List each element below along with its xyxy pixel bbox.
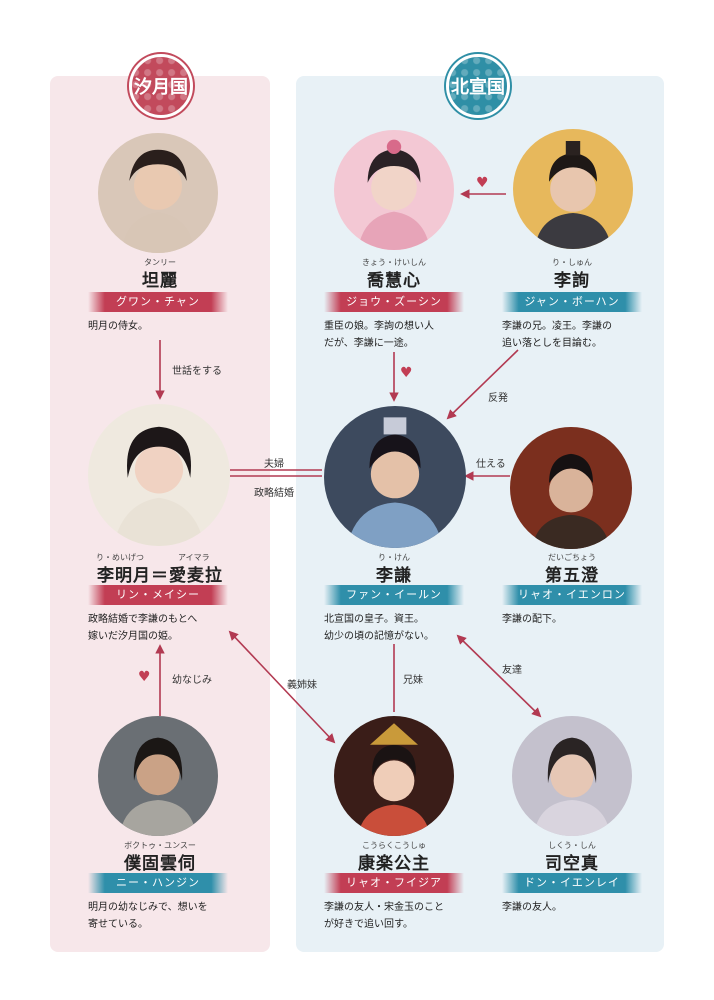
ruby-mingyue-left: り・めいげつ <box>96 553 144 562</box>
desc-line: 寄せている。 <box>88 919 148 930</box>
ruby-liqian: り・けん <box>378 553 410 562</box>
actor-pugu: ニー・ハンジン <box>88 873 228 893</box>
desc-line: だが、李謙に一途。 <box>324 338 414 349</box>
desc-line: 李謙の兄。凌王。李謙の <box>502 321 612 332</box>
arrow-friend <box>456 634 542 718</box>
relation-couple: 夫婦 <box>264 459 284 470</box>
desc-line: 李謙の友人・宋金玉のこと <box>324 902 444 913</box>
relation-friend: 友達 <box>502 665 522 676</box>
desc-tanli: 明月の侍女。 <box>88 318 238 335</box>
relation-political-marriage: 政略結婚 <box>254 488 294 499</box>
relation-serve: 世話をする <box>172 366 222 377</box>
arrow-sworn-sister <box>228 630 336 744</box>
relation-rebellion: 反発 <box>488 393 508 404</box>
desc-diwu: 李謙の配下。 <box>502 611 652 628</box>
actor-mingyue: リン・メイシー <box>88 585 228 605</box>
relation-siblings: 兄妹 <box>403 675 423 686</box>
portrait-qiao <box>334 130 454 250</box>
desc-sikong: 李謙の友人。 <box>502 899 652 916</box>
portrait-kangle <box>334 716 454 836</box>
desc-line: 政略結婚で李謙のもとへ <box>88 614 198 625</box>
actor-sikong: ドン・イエンレイ <box>502 873 642 893</box>
kingdom-name-xiyue: 汐月国 <box>134 77 188 98</box>
relation-serves: 仕える <box>476 459 506 470</box>
actor-lixun: ジャン・ボーハン <box>502 292 642 312</box>
desc-line: 幼少の頃の記憶がない。 <box>324 631 434 642</box>
portrait-diwu <box>510 427 632 549</box>
ruby-sikong: しくう・しん <box>548 841 596 850</box>
name-mingyue: 李明月＝愛麦拉 <box>97 566 223 586</box>
ruby-kangle: こうらくこうしゅ <box>362 841 426 850</box>
kingdom-badge-beixuan: 北宣国 <box>446 54 510 118</box>
actor-liqian: ファン・イールン <box>324 585 464 605</box>
ruby-mingyue-right: アイマラ <box>178 553 210 562</box>
portrait-lixun <box>513 129 633 249</box>
ruby-qiao: きょう・けいしん <box>362 258 426 267</box>
arrow-lixun-liqian <box>446 349 519 420</box>
name-sikong: 司空真 <box>545 854 599 874</box>
name-lixun: 李詢 <box>554 271 590 291</box>
portrait-tanli <box>98 133 218 253</box>
desc-line: 明月の侍女。 <box>88 321 148 332</box>
desc-kangle: 李謙の友人・宋金玉のことが好きで追い回す。 <box>324 899 474 933</box>
desc-pugu: 明月の幼なじみで、想いを寄せている。 <box>88 899 238 933</box>
desc-line: 重臣の娘。李詢の想い人 <box>324 321 434 332</box>
kingdom-badge-xiyue: 汐月国 <box>129 54 193 118</box>
name-liqian: 李謙 <box>376 566 412 586</box>
portrait-sikong <box>512 716 632 836</box>
kingdom-name-beixuan: 北宣国 <box>451 77 505 98</box>
ruby-lixun: り・しゅん <box>552 258 592 267</box>
desc-line: 北宣国の皇子。資王。 <box>324 614 424 625</box>
name-pugu: 僕固雲伺 <box>124 854 196 874</box>
heart-icon: ♥ <box>400 365 413 381</box>
desc-lixun: 李謙の兄。凌王。李謙の追い落としを目論む。 <box>502 318 652 352</box>
desc-line: 李謙の配下。 <box>502 614 562 625</box>
relation-childhood-friend: 幼なじみ <box>172 675 212 686</box>
relation-sworn-sister: 義姉妹 <box>287 680 317 691</box>
actor-tanli: グワン・チャン <box>88 292 228 312</box>
actor-kangle: リャオ・フイジア <box>324 873 464 893</box>
desc-qiao: 重臣の娘。李詢の想い人だが、李謙に一途。 <box>324 318 474 352</box>
portrait-mingyue <box>88 404 230 546</box>
desc-line: 明月の幼なじみで、想いを <box>88 902 208 913</box>
ruby-tanli: タンリー <box>144 258 176 267</box>
portrait-pugu <box>98 716 218 836</box>
ruby-pugu: ボクトゥ・ユンスー <box>124 841 196 850</box>
name-tanli: 坦麗 <box>142 271 178 291</box>
name-diwu: 第五澄 <box>545 566 599 586</box>
heart-icon: ♥ <box>138 669 151 685</box>
desc-line: 李謙の友人。 <box>502 902 562 913</box>
desc-liqian: 北宣国の皇子。資王。幼少の頃の記憶がない。 <box>324 611 474 645</box>
actor-diwu: リャオ・イエンロン <box>502 585 642 605</box>
ruby-diwu: だいごちょう <box>548 553 596 562</box>
name-kangle: 康楽公主 <box>358 854 430 874</box>
desc-line: 追い落としを目論む。 <box>502 338 602 349</box>
heart-icon: ♥ <box>476 175 489 191</box>
portrait-liqian <box>324 406 466 548</box>
desc-line: が好きで追い回す。 <box>324 919 413 930</box>
actor-qiao: ジョウ・ズーシン <box>324 292 464 312</box>
desc-line: 嫁いだ汐月国の姫。 <box>88 631 178 642</box>
name-qiao: 喬慧心 <box>367 271 421 291</box>
desc-mingyue: 政略結婚で李謙のもとへ嫁いだ汐月国の姫。 <box>88 611 238 645</box>
